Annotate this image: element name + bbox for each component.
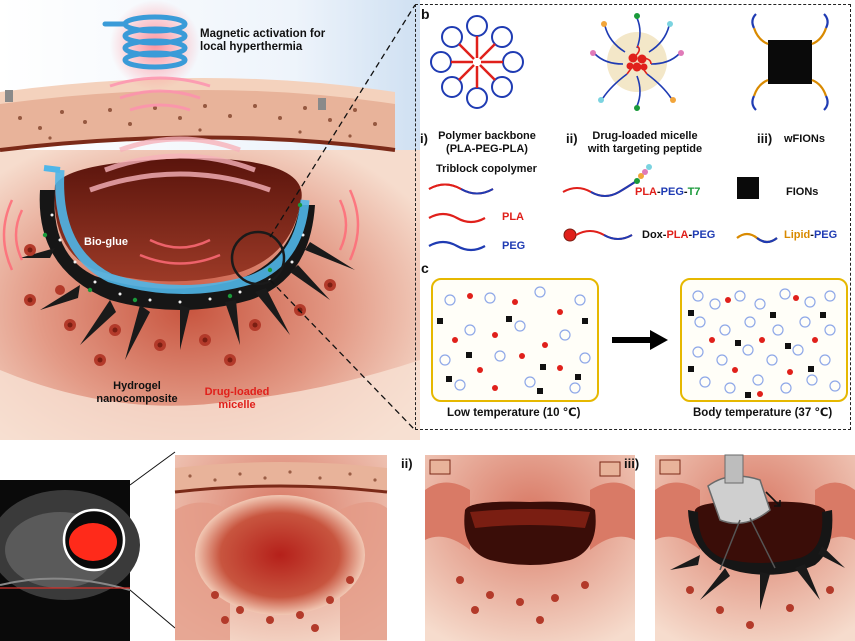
panel-b-illustrations xyxy=(428,13,829,252)
pla-peg-t7-sep2: - xyxy=(683,186,688,198)
panel-a-illustration xyxy=(0,0,420,440)
lipid-peg-sep: - xyxy=(810,229,814,241)
low-temp-label: Low temperature (10 ℃) xyxy=(447,407,581,419)
pla-peg-t7-label: PLA-PEG-T7 xyxy=(635,186,700,199)
pla-peg-t7-peg: PEG xyxy=(660,186,684,198)
triblock-label: Triblock copolymer xyxy=(436,163,537,175)
panel-bc-frame xyxy=(415,4,851,430)
b-i-title: Polymer backbone (PLA-PEG-PLA) xyxy=(438,130,536,155)
lipid-peg-peg: PEG xyxy=(813,229,838,241)
micelle-label: Drug-loaded micelle xyxy=(204,386,270,411)
bio-glue-label: Bio-glue xyxy=(84,236,128,248)
dox-pla-peg-dox: Dox xyxy=(642,229,663,241)
fions-label: FIONs xyxy=(786,186,819,198)
dox-pla-peg-sep2: - xyxy=(688,229,693,241)
coil-caption: Magnetic activation for local hypertherm… xyxy=(200,28,326,53)
bottom-iii-label: iii) xyxy=(624,456,640,471)
pla-peg-t7-t7: T7 xyxy=(687,186,701,198)
lipid-peg-lipid: Lipid xyxy=(784,229,811,241)
b-iii-title: wFIONs xyxy=(784,133,825,145)
pla-peg-t7-pla: PLA xyxy=(635,186,657,198)
b-i-label: i) xyxy=(420,131,428,146)
pla-peg-t7-sep1: - xyxy=(657,186,661,198)
peg-label: PEG xyxy=(502,240,526,252)
dox-pla-peg-sep1: - xyxy=(662,229,667,241)
b-ii-title: Drug-loaded micelle with targeting pepti… xyxy=(587,130,703,155)
dox-pla-peg-peg: PEG xyxy=(692,229,716,241)
body-temp-label: Body temperature (37 ℃) xyxy=(693,407,833,419)
bottom-ii-label: ii) xyxy=(401,456,413,471)
dox-pla-peg-label: Dox-PLA-PEG xyxy=(642,229,715,242)
lipid-peg-label: Lipid-PEG xyxy=(784,229,837,242)
low-temp-box xyxy=(431,278,599,402)
dox-pla-peg-pla: PLA xyxy=(666,229,689,241)
hydrogel-label: Hydrogel nanocomposite xyxy=(96,380,178,405)
pla-label: PLA xyxy=(502,211,524,223)
b-ii-label: ii) xyxy=(566,131,578,146)
panel-b-letter: b xyxy=(421,6,430,22)
panel-c-letter: c xyxy=(421,260,429,276)
b-iii-label: iii) xyxy=(757,131,773,146)
bottom-row-illustrations xyxy=(0,454,855,641)
